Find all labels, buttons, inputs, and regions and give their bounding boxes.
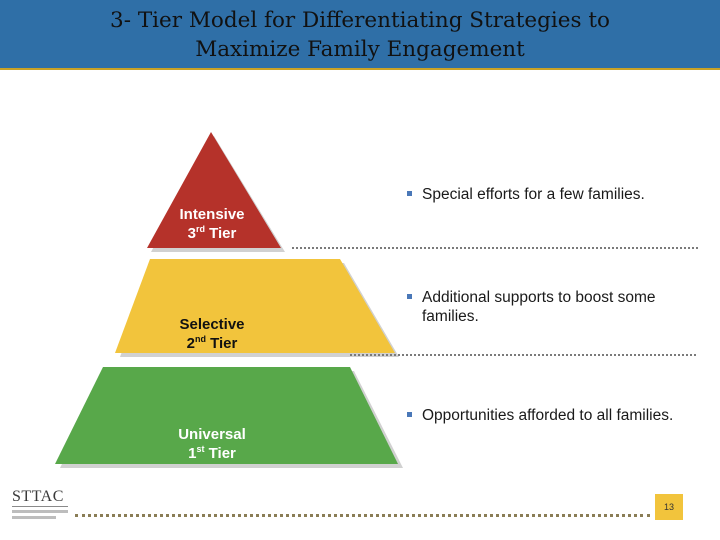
bullet-marker bbox=[407, 294, 412, 299]
slide-title: 3- Tier Model for Differentiating Strate… bbox=[0, 0, 720, 70]
tier-3-ordinal: 3rd Tier bbox=[187, 224, 237, 243]
bullet-marker bbox=[407, 191, 412, 196]
title-line-2: Maximize Family Engagement bbox=[195, 37, 525, 62]
tier-2-ordinal: 2nd Tier bbox=[186, 334, 238, 353]
page-number: 13 bbox=[655, 494, 683, 520]
bullet-tier-2-line-1: Additional supports to boost some bbox=[422, 289, 656, 306]
logo-tagline bbox=[12, 510, 68, 513]
bullet-marker bbox=[407, 412, 412, 417]
title-line-1: 3- Tier Model for Differentiating Strate… bbox=[110, 8, 610, 33]
tier-3-label: Intensive 3rd Tier bbox=[152, 205, 272, 243]
sttac-logo: STTAC bbox=[12, 488, 68, 519]
tier-2-shape bbox=[115, 259, 395, 353]
bullet-tier-1-text: Opportunities afforded to all families. bbox=[422, 407, 674, 424]
tier-2-label: Selective 2nd Tier bbox=[152, 315, 272, 353]
logo-wordmark: STTAC bbox=[12, 488, 68, 507]
logo-tagline bbox=[12, 516, 56, 519]
tier-3-shape bbox=[147, 132, 281, 248]
footer-divider bbox=[75, 514, 650, 517]
tier-1-shape bbox=[55, 367, 398, 464]
bullet-tier-2: Additional supports to boost some famili… bbox=[407, 288, 656, 326]
bullet-tier-1: Opportunities afforded to all families. bbox=[407, 406, 674, 425]
tier-3-name: Intensive bbox=[179, 206, 245, 223]
bullet-tier-3: Special efforts for a few families. bbox=[407, 185, 645, 204]
tier-2-name: Selective bbox=[179, 316, 245, 333]
tier-1-label: Universal 1st Tier bbox=[152, 425, 272, 463]
tier-1-name: Universal bbox=[178, 426, 246, 443]
bullet-tier-2-line-2: families. bbox=[422, 308, 479, 325]
tier-1-ordinal: 1st Tier bbox=[188, 444, 236, 463]
bullet-tier-3-text: Special efforts for a few families. bbox=[422, 186, 645, 203]
